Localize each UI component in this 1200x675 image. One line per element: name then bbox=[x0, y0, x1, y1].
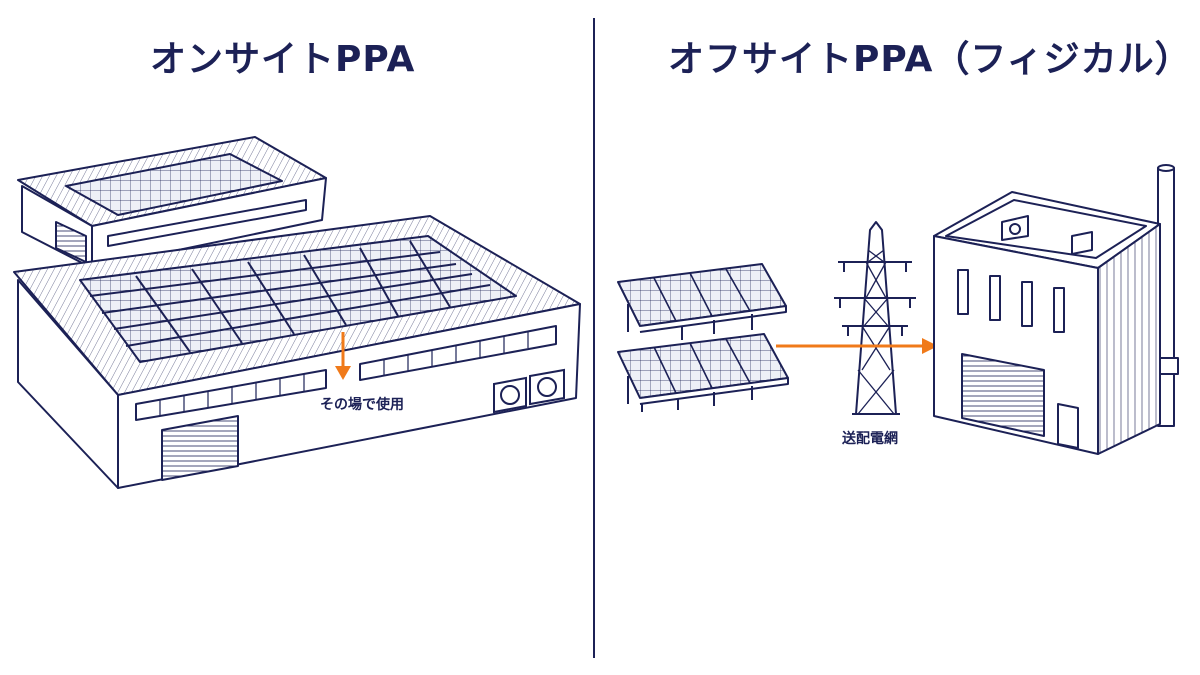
center-divider bbox=[593, 18, 595, 658]
offsite-flow-arrow bbox=[776, 338, 938, 354]
transmission-tower-icon bbox=[834, 221, 916, 415]
front-factory-icon bbox=[13, 215, 581, 489]
solar-panel-icon bbox=[617, 263, 789, 412]
onsite-use-label: その場で使用 bbox=[318, 394, 406, 414]
back-factory-icon bbox=[17, 136, 327, 269]
building-icon bbox=[933, 164, 1179, 455]
onsite-ppa-title: オンサイトPPA bbox=[150, 39, 416, 80]
offsite-ppa-title: オフサイトPPA（フィジカル） bbox=[668, 39, 1192, 80]
onsite-flow-arrow bbox=[335, 332, 351, 380]
grid-label: 送配電網 bbox=[842, 431, 898, 447]
ac-unit-icon bbox=[493, 368, 565, 414]
